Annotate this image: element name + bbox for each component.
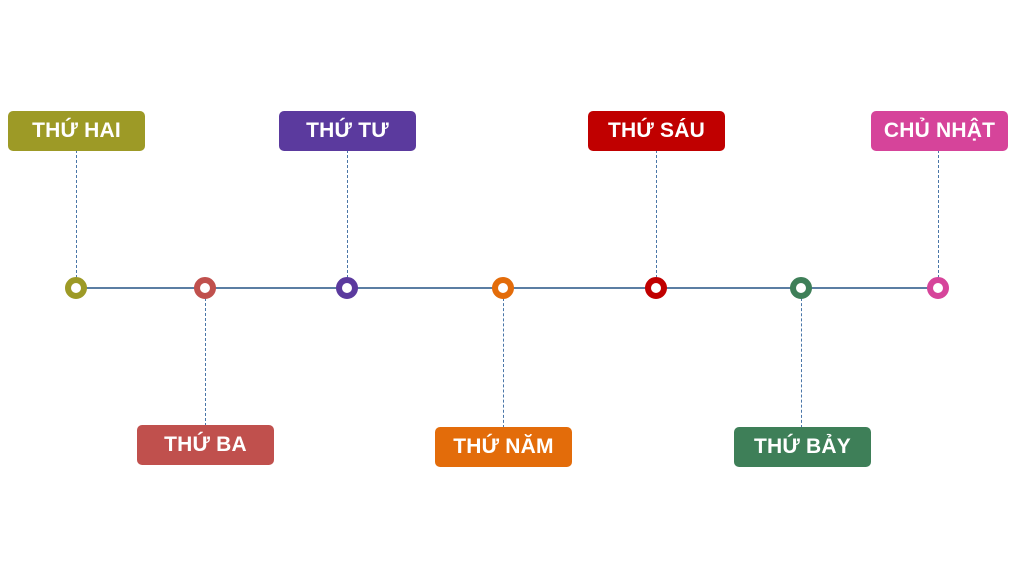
- marker-fri: [645, 277, 667, 299]
- day-label-fri: THỨ SÁU: [588, 111, 725, 151]
- connector-sat: [801, 298, 802, 428]
- connector-thu: [503, 298, 504, 428]
- day-label-sun: CHỦ NHẬT: [871, 111, 1008, 151]
- day-label-wed: THỨ TƯ: [279, 111, 416, 151]
- connector-fri: [656, 150, 657, 278]
- connector-wed: [347, 150, 348, 278]
- day-label-mon: THỨ HAI: [8, 111, 145, 151]
- connector-tue: [205, 298, 206, 426]
- connector-mon: [76, 150, 77, 278]
- connector-sun: [938, 150, 939, 278]
- marker-wed: [336, 277, 358, 299]
- marker-tue: [194, 277, 216, 299]
- marker-sun: [927, 277, 949, 299]
- marker-sat: [790, 277, 812, 299]
- day-label-tue: THỨ BA: [137, 425, 274, 465]
- day-label-thu: THỨ NĂM: [435, 427, 572, 467]
- marker-thu: [492, 277, 514, 299]
- day-label-sat: THỨ BẢY: [734, 427, 871, 467]
- marker-mon: [65, 277, 87, 299]
